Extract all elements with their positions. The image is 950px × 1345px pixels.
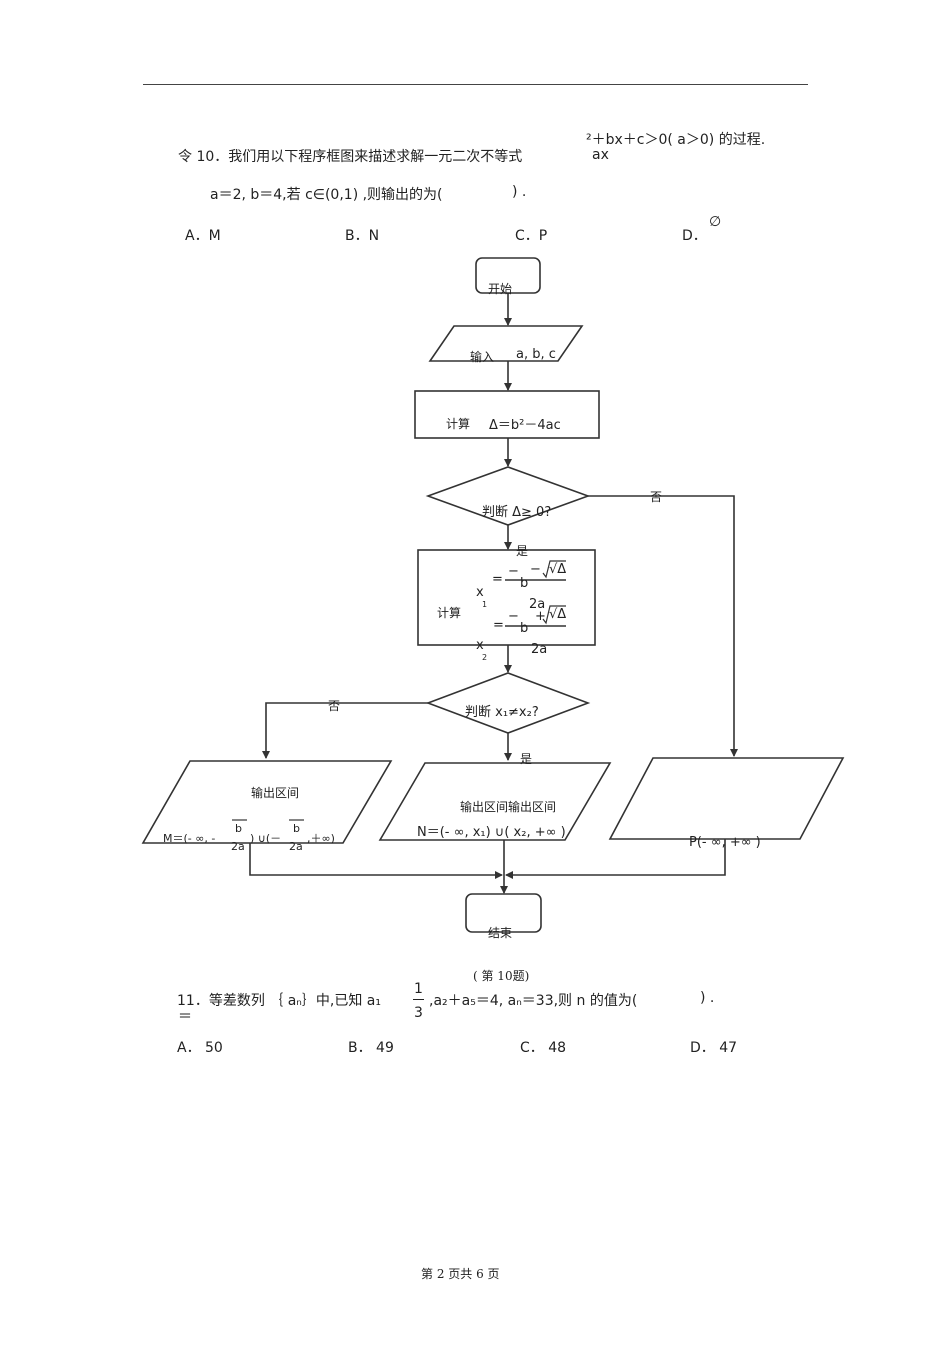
q11-frac-den: 3: [414, 1005, 423, 1021]
end-box: [465, 893, 542, 933]
q10-option-c[interactable]: C．P: [515, 228, 548, 244]
input-box: [428, 325, 584, 362]
x1-sqrt-delta: √Δ: [549, 562, 567, 577]
compute2-label: 计算: [437, 606, 462, 620]
q11-stem-end: ) .: [700, 990, 715, 1006]
q11-stem: 11．等差数列 ｛ aₙ｝中,已知 a₁: [177, 993, 381, 1009]
x1-2a: 2a: [529, 597, 546, 612]
output-m-expr-b: ) ∪(－: [250, 832, 282, 845]
q11-stem-rest: ,a₂＋a₅＝4, aₙ＝33,则 n 的值为(: [429, 993, 638, 1009]
output-m-b1: b: [235, 822, 242, 835]
output-p-expr: P(- ∞, +∞ ): [689, 835, 761, 850]
q10-option-a[interactable]: A．M: [185, 228, 221, 244]
output-m-2a2: 2a: [289, 840, 303, 853]
header-rule: [143, 84, 808, 85]
output-n-title: 输出区间输出区间: [460, 800, 557, 814]
x1-b: b: [520, 576, 529, 591]
figure-caption: ( 第 10题): [473, 969, 530, 983]
q11-option-b[interactable]: B． 49: [348, 1040, 394, 1056]
output-m-2a1: 2a: [231, 840, 245, 853]
judge1-no: 否: [650, 490, 663, 504]
judge1-yes: 是: [516, 544, 529, 558]
empty-set-symbol: ∅: [709, 214, 722, 230]
output-m-b2: b: [293, 822, 300, 835]
x2-subscript: 2: [482, 653, 488, 662]
compute-label: 计算: [446, 417, 471, 431]
q10-inequality-var: ax: [592, 147, 609, 163]
output-m-box: [141, 760, 393, 844]
end-label: 结束: [488, 926, 513, 940]
compute-delta-box: [414, 390, 600, 439]
page-footer: 第 2 页共 6 页: [421, 1267, 500, 1281]
q10-condition: a＝2, b＝4,若 c∈(0,1) ,则输出的为(: [210, 187, 443, 203]
output-m-expr-a: M＝(- ∞, -: [163, 832, 216, 845]
x2-b: b: [520, 621, 529, 636]
x1-minus-a: −: [508, 564, 519, 579]
input-label: 输入: [470, 350, 495, 364]
q10-condition-end: ) .: [512, 184, 527, 200]
compute-roots-box: [417, 549, 596, 646]
judge2-yes: 是: [520, 752, 533, 766]
output-p-box: [608, 757, 845, 840]
judge2-label: 判断 x₁≠x₂?: [465, 705, 539, 720]
input-vars: a, b, c: [516, 347, 556, 362]
q10-inequality: ²＋bx＋c＞0( a＞0) 的过程.: [586, 132, 766, 148]
judge2-no: 否: [328, 699, 341, 713]
x2-symbol: x: [476, 638, 484, 653]
output-m-expr-c: ,＋∞): [307, 832, 335, 845]
output-n-box: [378, 762, 612, 841]
x2-2a: 2a: [531, 642, 548, 657]
x2-plus: +: [535, 609, 546, 624]
x1-symbol: x: [476, 585, 484, 600]
start-label: 开始: [488, 282, 513, 296]
q10-option-d[interactable]: D．: [682, 228, 707, 244]
q11-eq-sign: ＝: [178, 1009, 192, 1025]
output-m-title: 输出区间: [251, 786, 300, 800]
q10-stem: 令 10．我们用以下程序框图来描述求解一元二次不等式: [178, 149, 523, 165]
q10-option-b[interactable]: B．N: [345, 228, 380, 244]
x1-subscript: 1: [482, 600, 488, 609]
x2-minus: −: [508, 609, 519, 624]
judge1-label: 判断 Δ≥ 0?: [482, 505, 552, 520]
q11-option-d[interactable]: D． 47: [690, 1040, 738, 1056]
x2-sqrt-delta: √Δ: [549, 607, 567, 622]
q11-frac-bar: [413, 999, 424, 1000]
q11-frac-num: 1: [414, 981, 423, 997]
compute-expr: Δ＝b²－4ac: [489, 418, 561, 433]
x2-eq: =: [493, 618, 504, 633]
q11-option-c[interactable]: C． 48: [520, 1040, 567, 1056]
x1-eq: =: [492, 572, 503, 587]
q11-option-a[interactable]: A． 50: [177, 1040, 223, 1056]
output-n-expr: N＝(- ∞, x₁) ∪( x₂, +∞ ): [417, 825, 566, 840]
x1-minus-b: −: [530, 562, 541, 577]
